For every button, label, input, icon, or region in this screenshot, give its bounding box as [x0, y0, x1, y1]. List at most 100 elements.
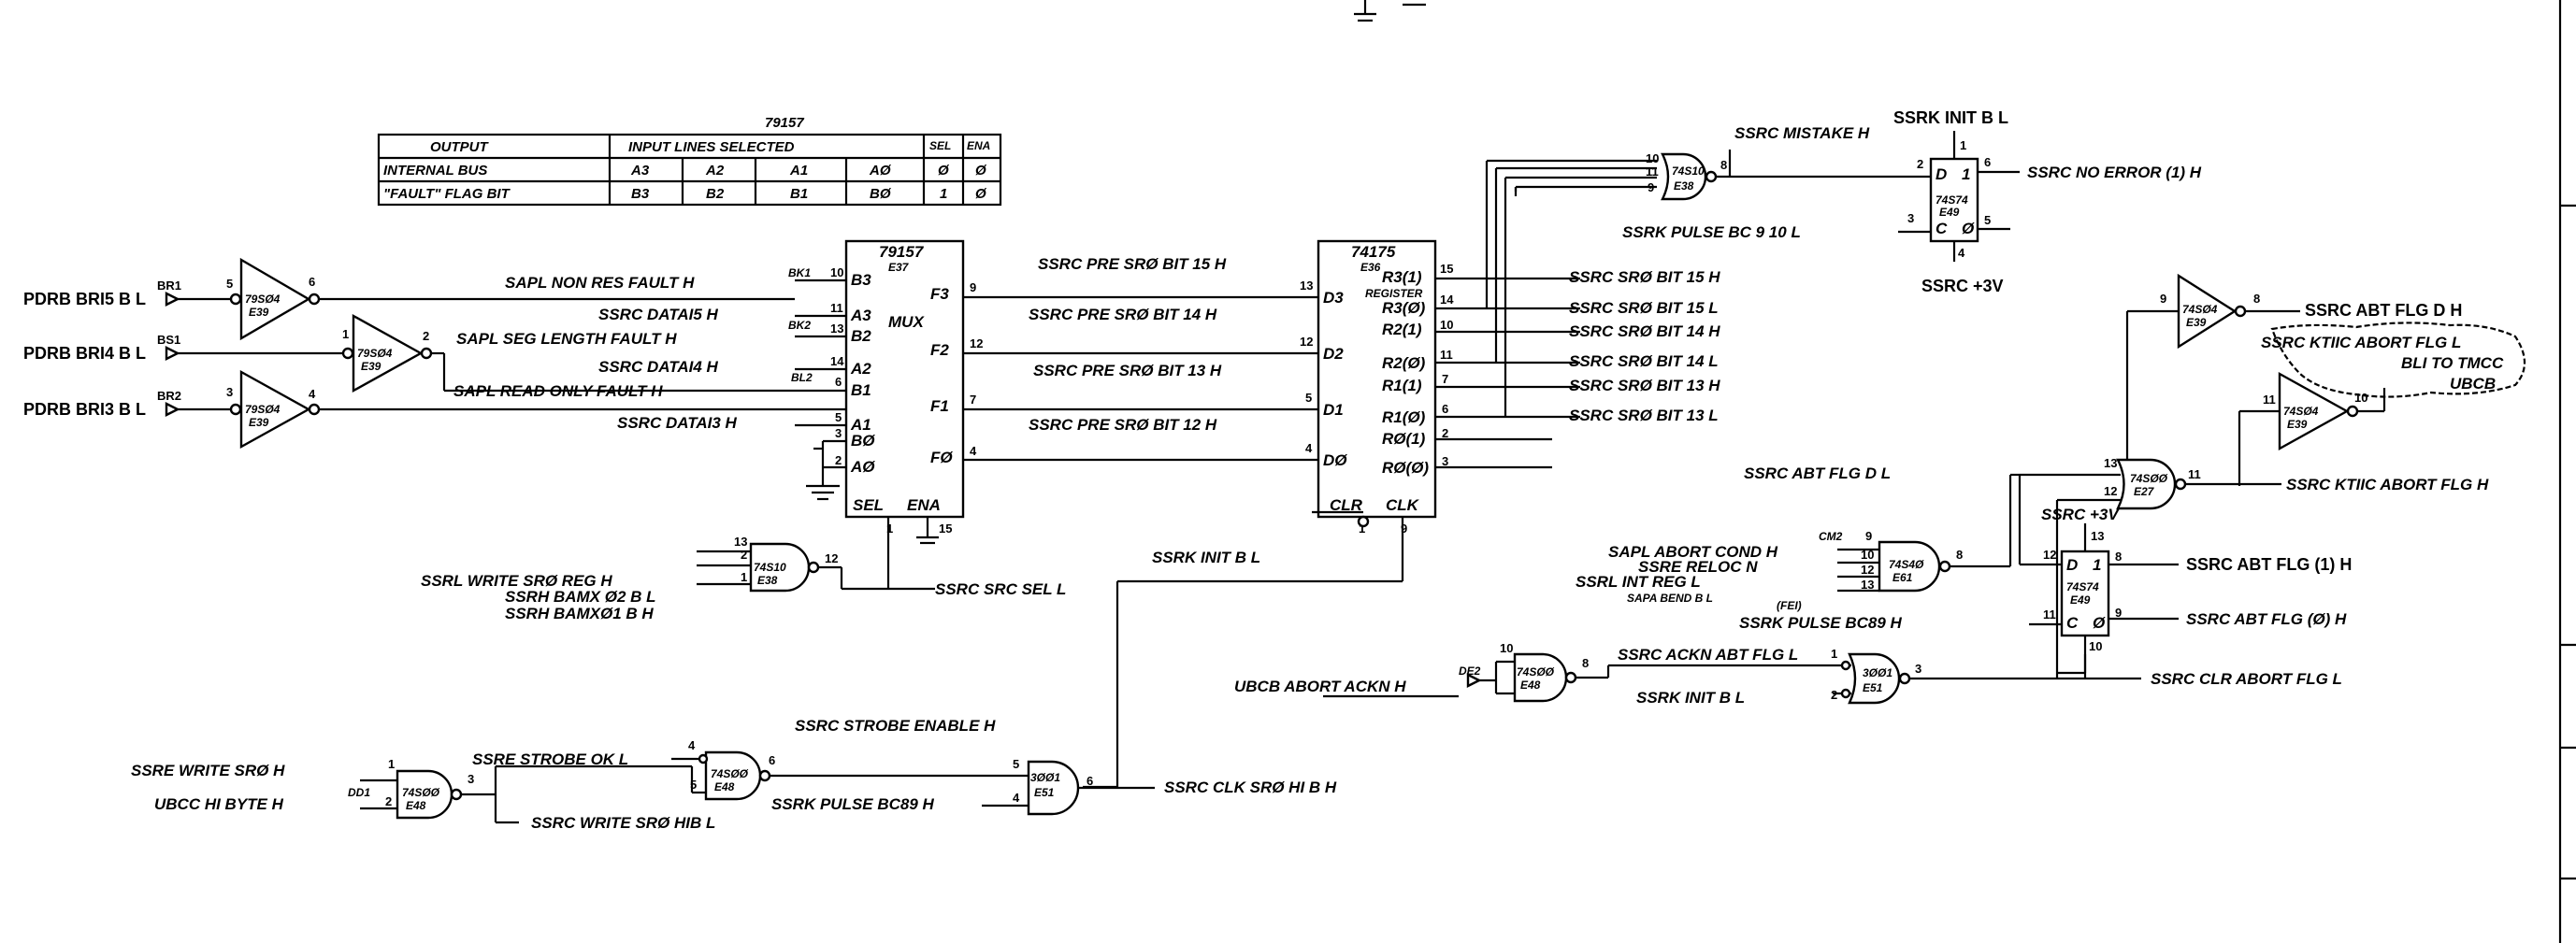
svg-text:6: 6: [309, 275, 315, 289]
svg-text:12: 12: [1300, 335, 1313, 349]
svg-text:5: 5: [1305, 391, 1312, 405]
ref-bl2: BL2: [791, 371, 813, 384]
mux-pin-f0: FØ: [930, 449, 953, 466]
svg-text:13: 13: [734, 535, 747, 549]
nand-74s10-e38-left-part: 74S10: [754, 561, 786, 574]
mux-pin-ena: ENA: [907, 496, 941, 514]
signal-pulse-bc910: SSRK PULSE BC 9 10 L: [1622, 223, 1801, 241]
svg-text:13: 13: [1861, 578, 1874, 592]
svg-text:10: 10: [830, 265, 843, 279]
svg-text:11: 11: [1646, 164, 1659, 179]
ref-bs1: BS1: [157, 333, 180, 347]
mux-pin-a2: A2: [850, 360, 871, 378]
mux-pin-f1: F1: [930, 397, 949, 415]
input-abort-cond: SAPL ABORT COND H: [1608, 543, 1778, 561]
svg-text:5: 5: [1984, 213, 1991, 227]
register-pin-r2-0: R2(Ø): [1382, 354, 1426, 372]
svg-text:9: 9: [1865, 529, 1872, 543]
svg-text:2: 2: [1442, 426, 1448, 440]
signal-init-top: SSRK INIT B L: [1893, 108, 2008, 127]
table-header-sel: SEL: [929, 139, 951, 152]
flipflop-74s74-e49-bottom-ref: E49: [2070, 593, 2091, 607]
input-pdrb-bri3: PDRB BRI3 B L: [23, 400, 146, 419]
table-row2-b2: B2: [706, 186, 725, 202]
signal-ackn-abt-flg: SSRC ACKN ABT FLG L: [1618, 646, 1798, 664]
input-int-reg: SSRL INT REG L: [1576, 573, 1701, 591]
mux-pin-f2: F2: [930, 341, 949, 359]
svg-text:2: 2: [741, 548, 747, 562]
svg-text:1: 1: [1962, 165, 1970, 183]
ref-bk2: BK2: [788, 319, 811, 332]
and-3001-e51-b-ref: E51: [1863, 681, 1883, 694]
svg-text:15: 15: [939, 522, 952, 536]
svg-text:13: 13: [830, 321, 843, 336]
signal-sapl-non-res-fault: SAPL NON RES FAULT H: [505, 274, 695, 292]
ground-symbol-top: [1354, 0, 1426, 22]
svg-text:D: D: [2066, 556, 2078, 574]
signal-clk-sr0-hi-b: SSRC CLK SRØ HI B H: [1164, 779, 1337, 796]
svg-text:1: 1: [2093, 556, 2101, 574]
svg-text:11: 11: [2043, 607, 2056, 622]
svg-text:3: 3: [835, 426, 842, 440]
signal-sapl-seg-length-fault: SAPL SEG LENGTH FAULT H: [456, 330, 677, 348]
nand-74s10-e38-left-ref: E38: [757, 574, 778, 587]
signal-pulse-bc89-b: SSRK PULSE BC89 H: [1739, 614, 1903, 632]
and-3001-e51-b: 3ØØ1 E51 12 3: [1831, 647, 1921, 705]
svg-text:4: 4: [1305, 441, 1313, 455]
svg-text:11: 11: [2263, 393, 2276, 407]
input-bend: SAPA BEND B L: [1627, 592, 1713, 605]
signal-bit14-l: SSRC SRØ BIT 14 L: [1569, 352, 1719, 370]
svg-text:1: 1: [342, 327, 349, 341]
svg-text:12: 12: [825, 551, 838, 565]
note-ubcb: UBCB: [2450, 375, 2496, 393]
input-ubcc-hi-byte: UBCC HI BYTE H: [154, 795, 284, 813]
svg-text:9: 9: [970, 280, 976, 294]
signal-sapl-read-only-fault: SAPL READ ONLY FAULT H: [453, 382, 663, 400]
svg-text:10: 10: [2089, 639, 2102, 653]
svg-text:1: 1: [1831, 647, 1837, 661]
svg-text:Ø: Ø: [1962, 220, 1975, 237]
svg-text:12: 12: [970, 336, 983, 350]
note-bl1-to-tmcc: BLI TO TMCC: [2401, 354, 2504, 372]
register-pin-r0-0: RØ(Ø): [1382, 459, 1429, 477]
register-pin-d3: D3: [1323, 289, 1344, 307]
ref-br2: BR2: [157, 389, 181, 403]
table-header-output: OUTPUT: [430, 139, 490, 155]
svg-text:5: 5: [226, 277, 233, 291]
buffer-e39-3-ref: E39: [249, 416, 269, 429]
svg-text:14: 14: [1440, 293, 1454, 307]
nand-74s00-e48-c: 74SØØ E48 108: [1500, 641, 1589, 703]
signal-bit15-l: SSRC SRØ BIT 15 L: [1569, 299, 1719, 317]
signal-bit15-h: SSRC SRØ BIT 15 H: [1569, 268, 1720, 286]
svg-text:15: 15: [1440, 262, 1453, 276]
buffer-74s04-e39-a-part: 74SØ4: [2182, 303, 2218, 316]
signal-plus3v: SSRC +3V: [1921, 277, 2004, 295]
svg-text:2: 2: [385, 794, 392, 808]
svg-text:1: 1: [886, 522, 893, 536]
svg-text:1: 1: [388, 757, 395, 771]
signal-pre-bit12: SSRC PRE SRØ BIT 12 H: [1029, 416, 1217, 434]
signal-plus3v-b: SSRC +3V: [2041, 506, 2120, 523]
signal-ssrc-datai4: SSRC DATAI4 H: [598, 358, 719, 376]
svg-text:3: 3: [1907, 211, 1914, 225]
mux-pin-sel: SEL: [853, 496, 884, 514]
mux-pin-b0: BØ: [851, 432, 875, 450]
mux-part: 79157: [879, 243, 925, 261]
svg-text:11: 11: [1440, 348, 1453, 362]
svg-text:10: 10: [1861, 548, 1874, 562]
svg-text:10: 10: [1500, 641, 1513, 655]
svg-text:10: 10: [2354, 391, 2367, 405]
svg-text:8: 8: [1582, 656, 1589, 670]
nand-74s10-e38-right-ref: E38: [1674, 179, 1694, 193]
svg-text:1: 1: [1960, 138, 1966, 152]
svg-text:1: 1: [1359, 522, 1365, 536]
svg-text:12: 12: [2043, 548, 2056, 562]
ref-dd1: DD1: [348, 786, 370, 799]
svg-text:6: 6: [1984, 155, 1991, 169]
table-row2-ena: Ø: [975, 186, 987, 202]
